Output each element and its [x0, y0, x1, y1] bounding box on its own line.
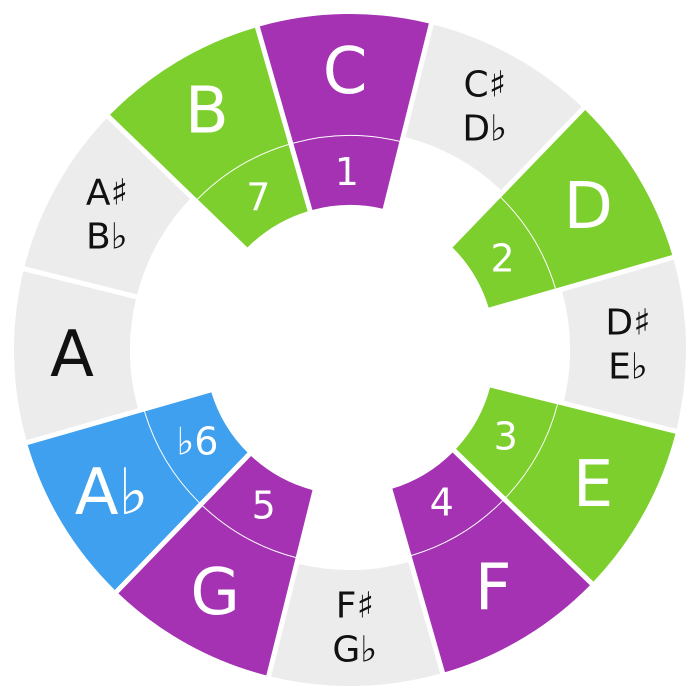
note-label-sharp: C♯	[463, 64, 506, 105]
note-label: G	[190, 556, 240, 630]
note-labels: C C♯D♭ D D♯E♭ EF F♯G♭ G A♭ A A♯B♭ B	[50, 35, 650, 670]
note-segment-b	[110, 27, 289, 199]
degree-segment-f	[392, 452, 503, 556]
note-segment-a	[13, 271, 138, 441]
degree-segment-d	[452, 197, 556, 308]
degree-segments	[144, 136, 558, 558]
note-segment-f	[411, 501, 590, 673]
note-segment-dsharp-eflat	[562, 259, 686, 429]
note-segment-e	[506, 404, 676, 582]
degree-label: 3	[494, 414, 518, 458]
degree-label: 4	[430, 481, 454, 525]
note-label: E	[573, 448, 613, 522]
note-segment-csharp-dflat	[405, 24, 582, 191]
note-label: B	[185, 75, 229, 149]
note-segment-c	[259, 13, 429, 143]
degree-label: 5	[252, 484, 276, 528]
note-label-flat: D♭	[462, 108, 507, 149]
note-label: F	[475, 551, 512, 625]
degree-segment-b	[197, 144, 308, 248]
degree-segment-g	[203, 456, 313, 558]
note-segment-g	[118, 506, 296, 676]
note-segment-fsharp-gflat	[271, 562, 441, 686]
note-segments	[13, 13, 686, 686]
note-label: C	[323, 35, 368, 109]
degree-label: 1	[335, 150, 359, 194]
note-segment-d	[501, 110, 673, 289]
note-segment-asharp-bflat	[24, 118, 191, 295]
note-label-flat: G♭	[332, 629, 377, 670]
degree-label: 2	[490, 236, 514, 280]
degree-label: 7	[246, 175, 270, 219]
note-label-sharp: D♯	[605, 303, 650, 344]
note-label: D	[564, 170, 613, 244]
note-label-sharp: A♯	[86, 173, 128, 214]
degree-segment-aflat	[144, 392, 248, 503]
degree-label: ♭6	[176, 420, 218, 464]
note-segment-aflat	[27, 411, 199, 590]
note-label-sharp: F♯	[336, 585, 374, 626]
note-label: A	[50, 318, 94, 392]
note-label: A♭	[75, 456, 149, 530]
degree-labels: 1 2 34 5 ♭6 7	[176, 150, 517, 528]
note-label-flat: E♭	[608, 347, 648, 388]
degree-segment-c	[293, 136, 400, 210]
degree-segment-e	[456, 387, 558, 497]
note-label-flat: B♭	[86, 217, 128, 258]
